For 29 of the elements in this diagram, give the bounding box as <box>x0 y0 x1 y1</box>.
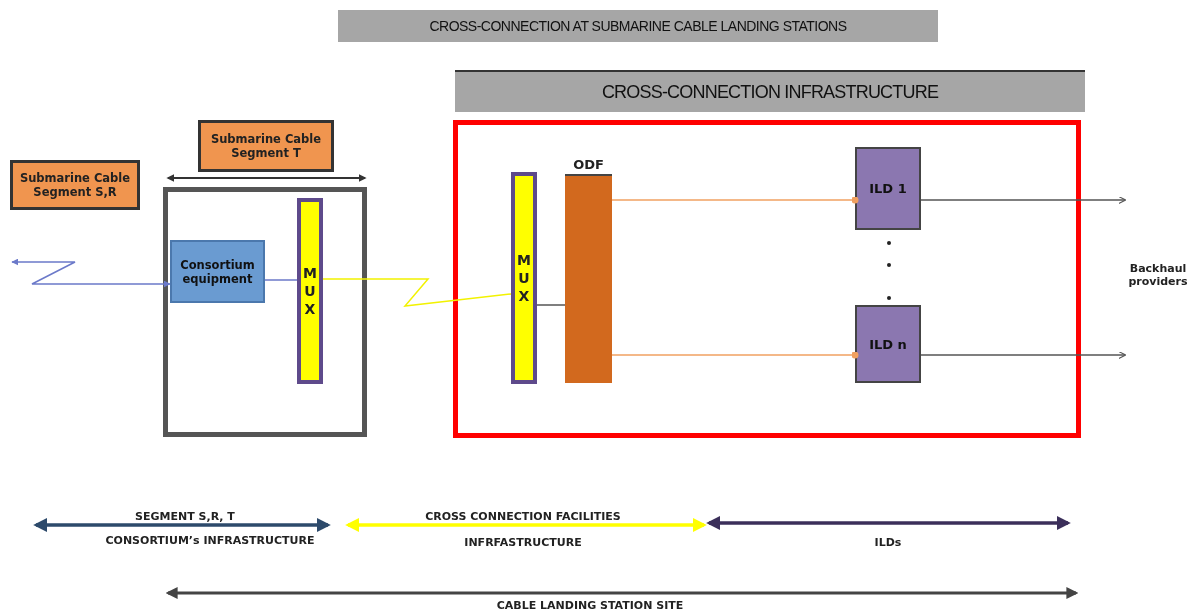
infrastructure-frame <box>453 120 1081 438</box>
ild-box: ILD n <box>855 305 921 383</box>
connector-line <box>322 278 512 307</box>
connector-line <box>920 196 1127 205</box>
equipment-box: Consortium equipment <box>170 240 265 303</box>
connector-line <box>611 196 859 204</box>
annotation-text: INFRFASTRUCTURE <box>464 536 582 549</box>
mux-bar <box>297 198 323 384</box>
section-heading-band: CROSS-CONNECTION INFRASTRUCTURE <box>455 70 1085 112</box>
mux-label: MUX <box>517 250 531 306</box>
connector-line <box>264 279 298 281</box>
annotation-text: SEGMENT S,R, T <box>135 510 235 523</box>
segment-label-box: Submarine Cable Segment T <box>198 120 334 172</box>
mux-label: MUX <box>303 263 317 319</box>
mux-bar <box>511 172 537 384</box>
segment-label-box: Submarine Cable Segment S,R <box>10 160 140 210</box>
connector-line <box>11 258 171 288</box>
connector-line <box>611 351 859 359</box>
odf-label: ODF <box>572 156 605 174</box>
annotation-text: ILDs <box>874 536 902 549</box>
annotation-text: Backhaul providers <box>1127 262 1189 288</box>
annotation-text: CABLE LANDING STATION SITE <box>496 599 684 612</box>
connector-line <box>536 304 566 306</box>
diagram-title: CROSS-CONNECTION AT SUBMARINE CABLE LANDING STATIONS <box>338 10 938 42</box>
station-box <box>163 187 367 437</box>
annotation-text: CONSORTIUM’s INFRASTRUCTURE <box>105 534 315 547</box>
annotation-text: CROSS CONNECTION FACILITIES <box>425 510 621 523</box>
connector-line <box>920 351 1127 360</box>
ild-box: ILD 1 <box>855 147 921 230</box>
